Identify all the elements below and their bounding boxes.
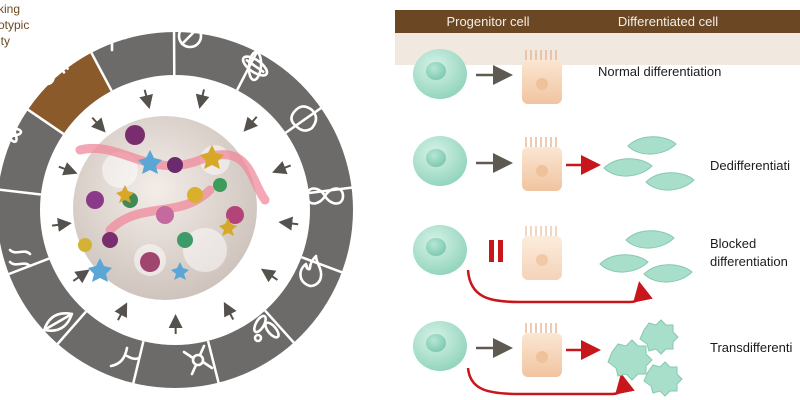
- flame-icon: [299, 254, 323, 288]
- wheel-separator: [264, 309, 297, 345]
- tumor-mass: [73, 116, 270, 300]
- inward-arrow: [58, 162, 78, 176]
- corner-caption-line: ity: [0, 34, 10, 48]
- up-right-arrow-icon: [110, 24, 133, 52]
- row-label: Transdifferenti: [710, 340, 792, 355]
- progenitor-cell: [413, 49, 467, 99]
- wheel-separator: [284, 105, 324, 134]
- corner-caption-line: otypic: [0, 18, 29, 32]
- progenitor-cell: [413, 321, 467, 371]
- red-curved-arrow: [466, 269, 653, 304]
- wheel-separator: [235, 49, 259, 91]
- row-label: Blocked: [710, 236, 756, 251]
- row-label: Dedifferentiati: [710, 158, 790, 173]
- tumor-cell-icon: [290, 105, 318, 132]
- inward-arrow: [243, 116, 259, 132]
- wheel-separator: [55, 310, 87, 347]
- corner-caption: king otypic ity: [0, 2, 29, 48]
- dna-helix-icon: [241, 50, 269, 82]
- inward-arrow: [278, 216, 299, 231]
- chromosome-icon: [8, 248, 32, 268]
- inward-arrow: [272, 161, 292, 175]
- wheel-segment-key: [28, 52, 112, 134]
- differentiated-cell: [522, 137, 562, 191]
- column-header-differentiated: Differentiated cell: [618, 14, 718, 29]
- inward-arrow: [114, 302, 128, 321]
- differentiated-cell: [522, 323, 562, 377]
- differentiation-panel: Progenitor cell Differentiated cell: [395, 10, 800, 65]
- row-transdifferentiation: Transdifferenti: [413, 319, 792, 397]
- infinity-icon: [305, 187, 345, 205]
- row-normal-differentiation: Normal differentiation: [413, 49, 721, 104]
- inward-arrow: [91, 116, 106, 133]
- mesenchymal-cells: [603, 136, 695, 191]
- neuron-icon: [182, 344, 214, 376]
- inward-arrow: [51, 217, 72, 232]
- progenitor-cell: [413, 136, 467, 186]
- row-label: differentiation: [710, 254, 788, 269]
- wheel-separator: [25, 107, 65, 135]
- wheel-separator: [301, 256, 345, 275]
- wheel-separator: [0, 188, 42, 196]
- inward-arrow: [260, 268, 278, 283]
- key-icon: [38, 62, 69, 86]
- no-entry-icon: [177, 23, 203, 49]
- atom-icon: [0, 120, 23, 144]
- mesenchymal-cells: [599, 230, 693, 283]
- wheel-segment-highlight: [28, 52, 112, 134]
- inward-arrow: [195, 89, 210, 109]
- differentiated-cell: [522, 226, 562, 280]
- row-blocked-differentiation: Blocked differentiation: [413, 225, 788, 304]
- progenitor-cell: [413, 225, 467, 275]
- differentiated-cell: [522, 50, 562, 104]
- row-label: Normal differentiation: [598, 64, 721, 79]
- red-curved-arrow: [466, 367, 635, 396]
- wheel-separator: [89, 50, 113, 92]
- vessel-branch-icon: [109, 346, 141, 368]
- irregular-cells: [607, 319, 683, 397]
- wheel-separator: [6, 257, 50, 276]
- header-shadow: [395, 33, 800, 65]
- wheel-separator: [206, 340, 221, 385]
- inward-arrows: [51, 89, 299, 335]
- wheel-separator: [131, 340, 145, 386]
- block-symbol: [489, 240, 503, 262]
- row-dedifferentiation: Dedifferentiati: [413, 136, 790, 191]
- inward-arrow: [139, 89, 153, 110]
- bacteria-icon: [253, 314, 280, 343]
- inward-arrow: [72, 269, 90, 284]
- column-header-progenitor: Progenitor cell: [446, 14, 529, 29]
- corner-caption-line: king: [0, 2, 20, 16]
- leaf-icon: [42, 312, 74, 332]
- inward-arrow: [223, 301, 237, 320]
- header-band: [395, 10, 800, 33]
